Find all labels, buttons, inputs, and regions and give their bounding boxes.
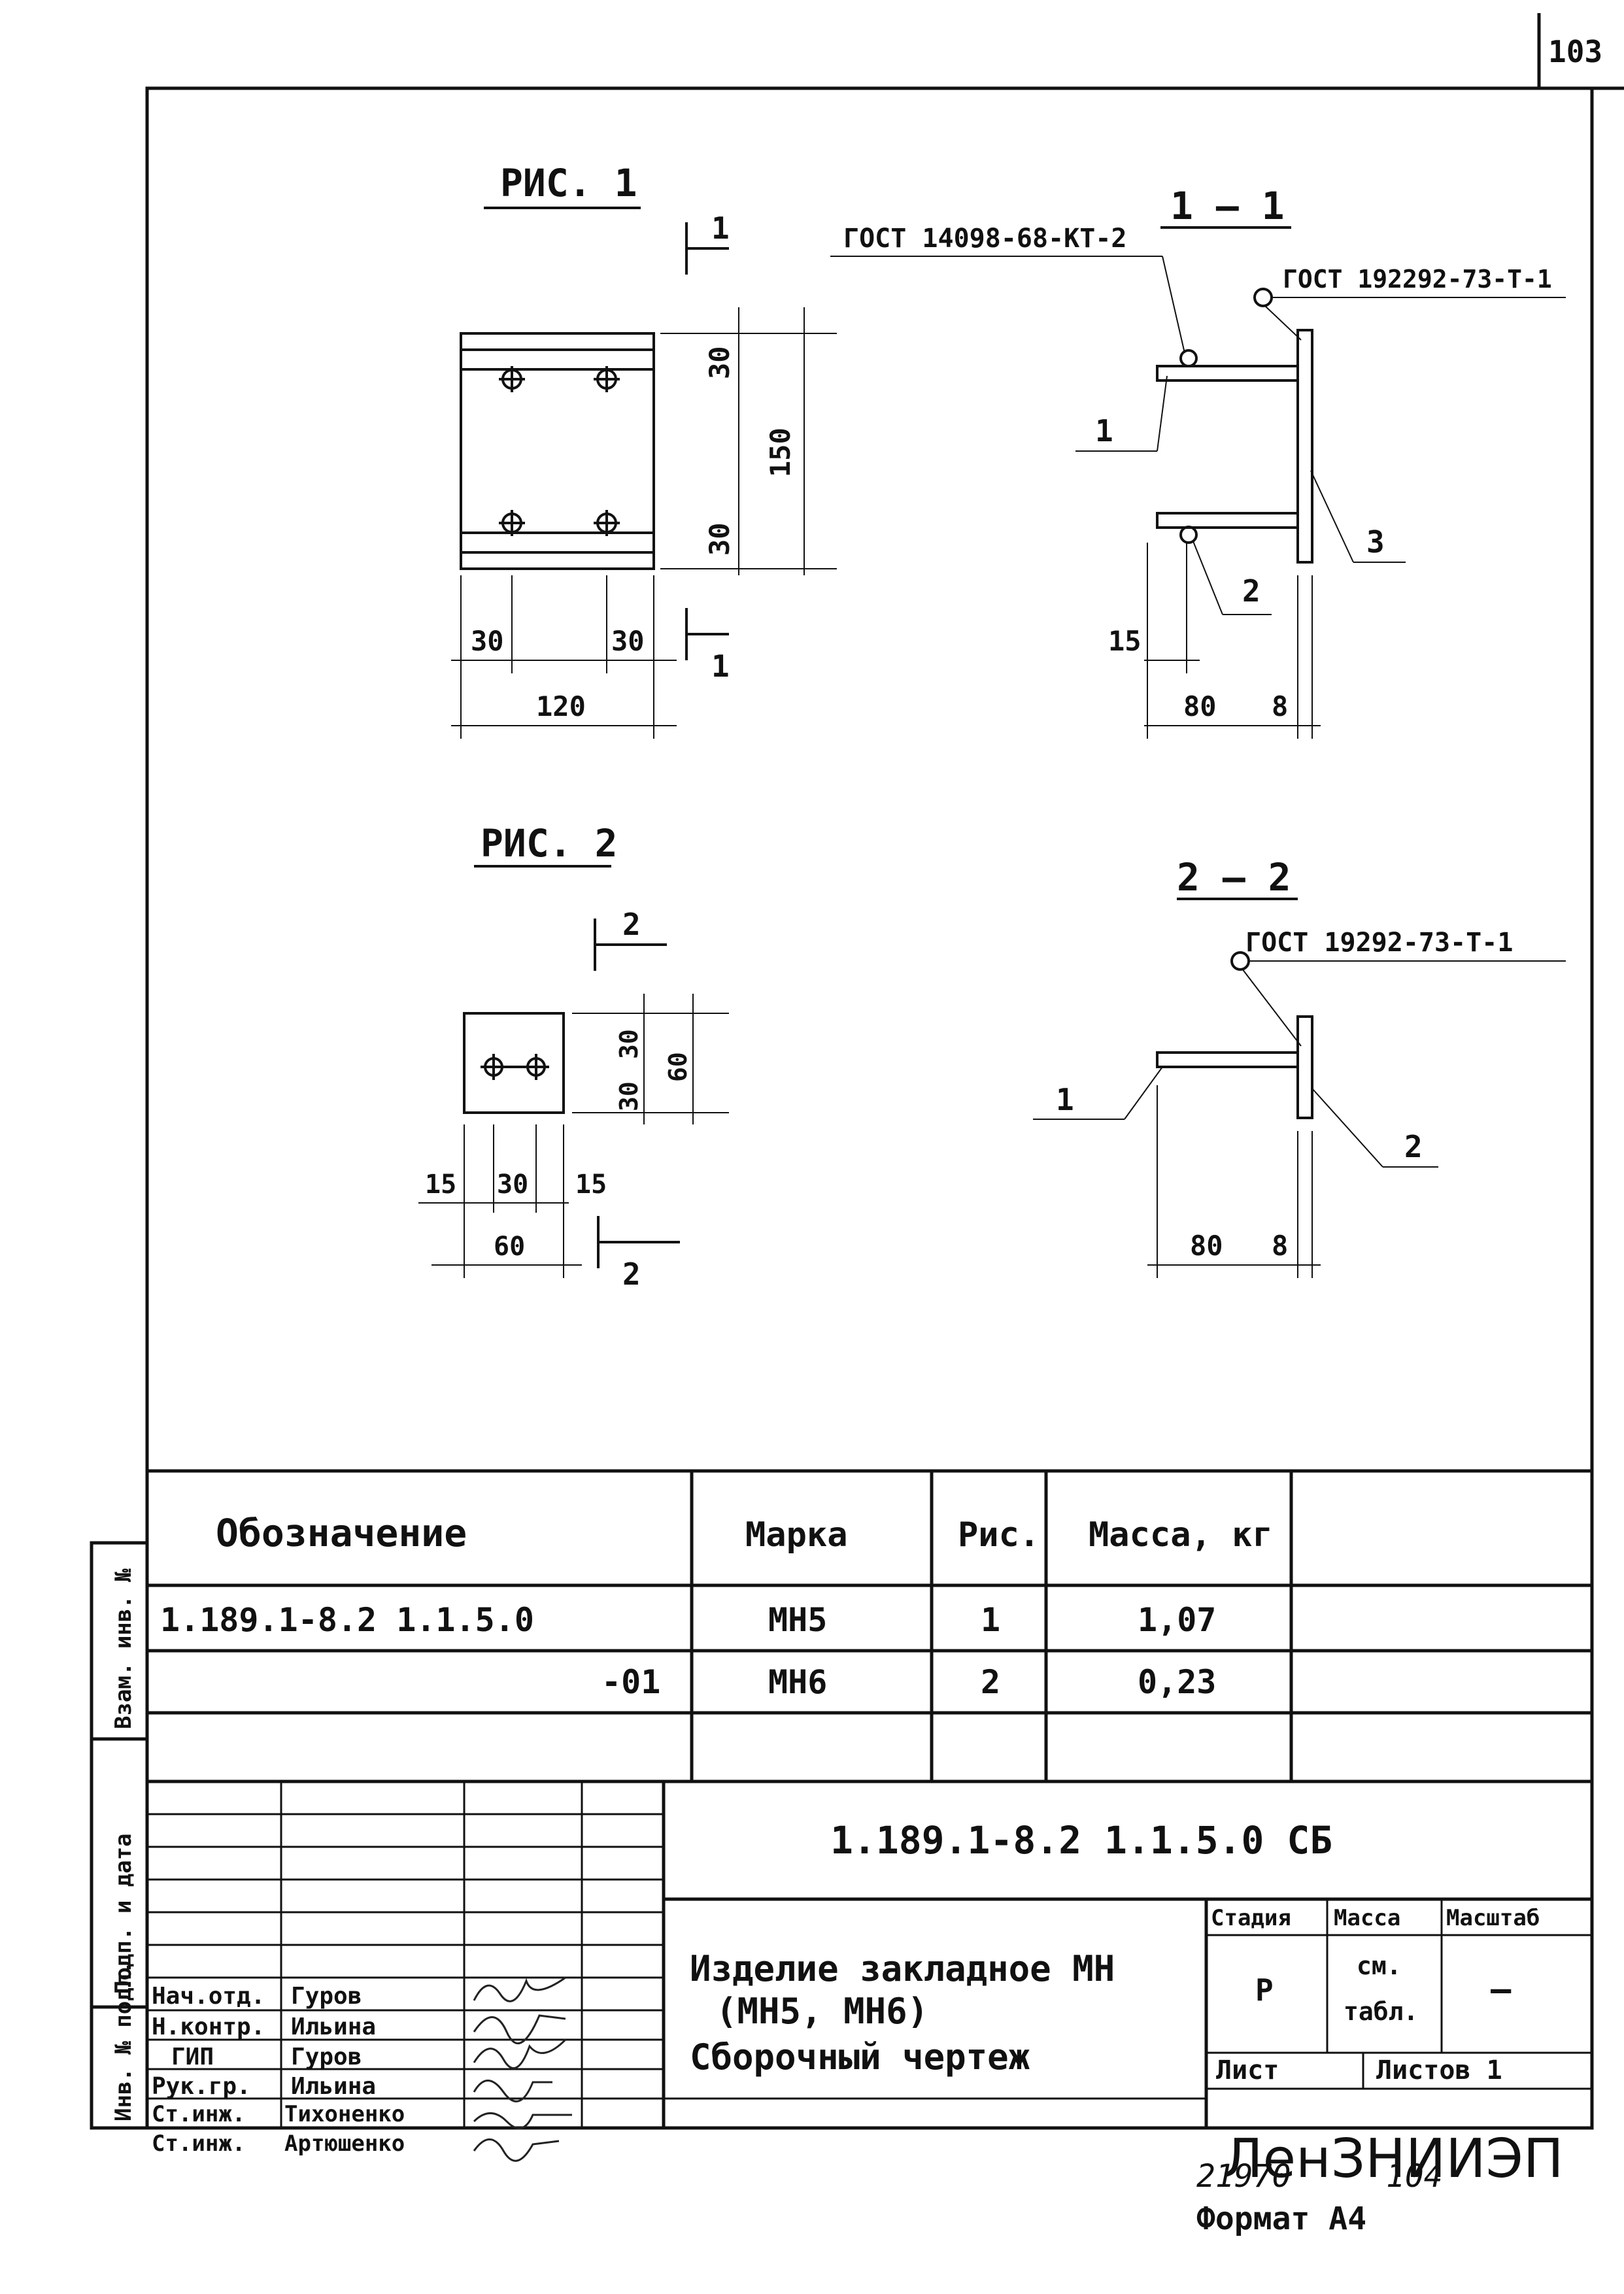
fig1-title: РИС. 1 <box>500 161 637 205</box>
person-name-2: Ильина <box>291 2014 376 2040</box>
section1-pos3: 3 <box>1366 524 1385 560</box>
footer-format: Формат А4 <box>1196 2201 1366 2237</box>
fig2-dim-h1: 30 <box>615 1029 643 1059</box>
title-block-name-line1: Изделие закладное МН <box>690 1948 1115 1989</box>
side-stamp-signature-date: Подп. и дата <box>110 1833 137 1994</box>
section2-drawing <box>1033 898 1566 1278</box>
section1-pos1: 1 <box>1095 413 1113 448</box>
section2-dim-thickness: 8 <box>1272 1230 1288 1262</box>
fig2-dim-w-right: 15 <box>575 1170 607 1200</box>
section2-pos1: 1 <box>1056 1082 1074 1117</box>
spec-header-mass: Масса, кг <box>1089 1515 1273 1555</box>
fig1-dim-w-right: 30 <box>611 625 645 657</box>
section1-drawing <box>830 226 1566 739</box>
title-block-mass-value-1: см. <box>1357 1951 1402 1980</box>
spec-row1-fig: 1 <box>981 1601 1000 1639</box>
title-block-mass-value-2: табл. <box>1344 1997 1418 2026</box>
spec-header-fig: Рис. <box>958 1515 1040 1555</box>
title-block-stage-value: Р <box>1255 1972 1274 2008</box>
person-name-3: Гуров <box>291 2044 362 2070</box>
person-name-4: Ильина <box>291 2073 376 2100</box>
fig2-dim-w-left: 15 <box>425 1170 456 1200</box>
person-name-1: Гуров <box>291 1983 362 2010</box>
fig1-dim-height: 150 <box>764 428 796 477</box>
person-role-5: Ст.инж. <box>152 2101 245 2127</box>
section1-title: 1 — 1 <box>1170 184 1285 228</box>
title-block-mass-label: Масса <box>1334 1905 1400 1931</box>
title-block-organization: ЛенЗНИИЭП <box>1223 2128 1564 2190</box>
person-role-2: Н.контр. <box>152 2014 265 2040</box>
section1-pos2: 2 <box>1242 573 1260 609</box>
side-stamp-replacement: Взам. инв. № <box>110 1568 137 1729</box>
fig1-cut-label-top: 1 <box>711 211 730 246</box>
section2-pos2: 2 <box>1404 1129 1423 1164</box>
side-stamp-inventory: Инв. № подл. <box>110 1961 137 2121</box>
spec-row2-mass: 0,23 <box>1138 1663 1216 1701</box>
title-block-code: 1.189.1-8.2 1.1.5.0 СБ <box>830 1818 1332 1863</box>
title-block-name-line3: Сборочный чертеж <box>690 2036 1030 2078</box>
fig1-cut-label-bottom: 1 <box>711 649 730 684</box>
person-role-1: Нач.отд. <box>152 1983 265 2010</box>
fig2-dim-width: 60 <box>494 1232 525 1262</box>
title-block-scale-value: — <box>1491 1970 1512 2009</box>
section2-weld: ГОСТ 19292-73-Т-1 <box>1245 928 1513 958</box>
section1-weld-top: ГОСТ 14098-68-КТ-2 <box>843 224 1126 254</box>
fig2-dim-height: 60 <box>664 1052 692 1082</box>
section1-dim-length: 80 <box>1183 690 1217 722</box>
person-role-6: Ст.инж. <box>152 2131 245 2157</box>
fig2-title: РИС. 2 <box>481 821 618 866</box>
section2-title: 2 — 2 <box>1177 855 1291 900</box>
fig1-dim-h-top: 30 <box>703 346 736 379</box>
title-block-sheets-label: Листов 1 <box>1376 2055 1502 2085</box>
person-name-6: Артюшенко <box>284 2131 405 2157</box>
fig1-dim-h-bottom: 30 <box>703 522 736 556</box>
section2-dim-length: 80 <box>1190 1230 1223 1262</box>
title-block-name-line2: (МН5, МН6) <box>716 1991 928 2032</box>
spec-header-designation: Обозначение <box>216 1511 467 1555</box>
fig2-dim-h2: 30 <box>615 1081 643 1111</box>
title-block-stage-label: Стадия <box>1211 1905 1291 1931</box>
fig2-dim-w-mid: 30 <box>497 1170 528 1200</box>
section1-weld-right: ГОСТ 192292-73-Т-1 <box>1283 265 1552 294</box>
person-role-4: Рук.гр. <box>152 2073 251 2100</box>
title-block-scale-label: Масштаб <box>1446 1905 1540 1931</box>
section1-dim-offset: 15 <box>1108 625 1142 657</box>
fig1-plate-drawing <box>451 207 837 739</box>
spec-row1-designation: 1.189.1-8.2 1.1.5.0 <box>160 1601 534 1639</box>
fig2-cut-label-top: 2 <box>622 907 641 942</box>
person-name-5: Тихоненко <box>284 2101 405 2127</box>
footer-copy: 104 <box>1386 2158 1443 2195</box>
spec-row2-mark: МН6 <box>768 1663 827 1701</box>
spec-row2-designation: -01 <box>601 1663 660 1701</box>
title-block-grid <box>147 1781 1592 2128</box>
fig2-cut-label-bottom: 2 <box>622 1257 641 1292</box>
spec-row1-mass: 1,07 <box>1138 1601 1216 1639</box>
fig1-dim-w-left: 30 <box>471 625 504 657</box>
footer-number: 21970 <box>1196 2158 1291 2195</box>
title-block-sheet-label: Лист <box>1216 2055 1279 2085</box>
page-number: 103 <box>1548 34 1602 69</box>
spec-row2-fig: 2 <box>981 1663 1000 1701</box>
spec-header-mark: Марка <box>745 1515 848 1555</box>
spec-row1-mark: МН5 <box>768 1601 827 1639</box>
fig1-dim-width: 120 <box>536 690 586 722</box>
section1-dim-thickness: 8 <box>1272 690 1288 722</box>
spec-table-grid <box>147 1469 1592 1783</box>
signatures <box>473 1976 572 2162</box>
person-role-3: ГИП <box>171 2044 214 2070</box>
fig2-plate-drawing <box>418 865 729 1278</box>
